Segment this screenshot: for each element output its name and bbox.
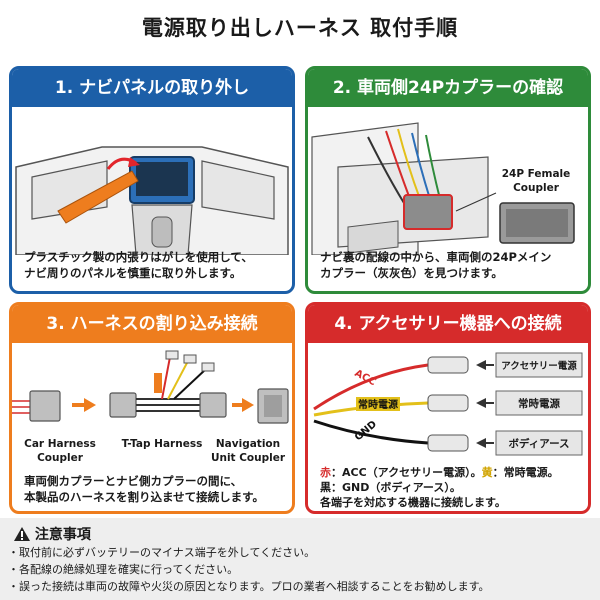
- page-title: 電源取り出しハーネス 取付手順: [141, 16, 459, 40]
- t-tap-harness-icon: [199, 392, 227, 418]
- step-3-panel: 3. ハーネスの割り込み接続 Car Harness Coupler T-Tap…: [9, 302, 295, 514]
- wire-gnd-label: GND: [353, 419, 379, 443]
- wire-constant-label: 常時電源: [358, 398, 398, 411]
- step-3-heading: 3. ハーネスの割り込み接続: [12, 305, 292, 343]
- coupler-location-illustration: 24P Female Coupler: [311, 122, 575, 255]
- note-item: 誤った接続は車両の故障や火災の原因となります。プロの業者へ相談することをお勧めし…: [8, 578, 489, 595]
- car-harness-label-line2: Coupler: [37, 452, 84, 464]
- arrow-right-icon: [242, 398, 254, 412]
- notes-section: 注意事項 取付前に必ずバッテリーのマイナス端子を外してください。 各配線の絶縁処…: [0, 518, 600, 600]
- step-4-desc-line1: 赤：ACC（アクセサリー電源）。黄：常時電源。: [320, 466, 559, 479]
- step-2-panel: 2. 車両側24Pカプラーの確認 24P Female Coupler ナビ裏の…: [305, 66, 591, 294]
- step-2-heading: 2. 車両側24Pカプラーの確認: [308, 69, 588, 107]
- navi-panel-removal-illustration: [15, 146, 289, 255]
- box-accessory: アクセサリー電源: [501, 360, 577, 372]
- step-4-desc-line3: 各端子を対応する機器に接続します。: [320, 496, 506, 509]
- note-item: 各配線の絶縁処理を確実に行ってください。: [8, 561, 489, 578]
- step-1-desc-line2: ナビ周りのパネルを慎重に取り外します。: [24, 266, 242, 280]
- step-1-panel: 1. ナビパネルの取り外し プラスチック製の内張りはがしを使用して、 ナビ周りの…: [9, 66, 295, 294]
- car-harness-coupler-icon: [29, 390, 61, 422]
- coupler-label-line2: Coupler: [513, 182, 560, 194]
- step-1-heading: 1. ナビパネルの取り外し: [12, 69, 292, 107]
- car-harness-label-line1: Car Harness: [24, 438, 96, 450]
- box-constant: 常時電源: [518, 397, 560, 410]
- step-2-desc-line1: ナビ裏の配線の中から、車両側の24Pメイン: [320, 250, 552, 264]
- t-tap-harness-label: T-Tap Harness: [122, 438, 203, 450]
- step-3-desc-line2: 本製品のハーネスを割り込ませて接続します。: [24, 490, 265, 504]
- step-2-desc-line2: カプラー（灰灰色）を見つけます。: [320, 266, 503, 280]
- box-ground: ボディアース: [508, 437, 569, 450]
- navigation-label-line2: Unit Coupler: [211, 452, 286, 464]
- wire-connection-illustration: ACC 常時電源 GND アクセサリー電源 常時電源 ボディアース: [313, 352, 583, 456]
- warning-icon: [14, 527, 30, 541]
- coupler-label-line1: 24P Female: [502, 168, 571, 180]
- note-item: 取付前に必ずバッテリーのマイナス端子を外してください。: [8, 544, 489, 561]
- arrow-left-icon: [476, 398, 486, 408]
- step-3-desc-line1: 車両側カプラーとナビ側カプラーの間に、: [24, 474, 243, 488]
- arrow-right-icon: [84, 398, 96, 412]
- arrow-left-icon: [476, 438, 486, 448]
- step-1-desc-line1: プラスチック製の内張りはがしを使用して、: [24, 250, 253, 264]
- step-4-panel: 4. アクセサリー機器への接続 ACC 常時電源 GND アクセサリー電源 常時…: [305, 302, 591, 514]
- harness-connection-illustration: Car Harness Coupler T-Tap Harness Naviga…: [12, 350, 289, 464]
- navigation-label-line1: Navigation: [216, 438, 280, 450]
- step-4-desc-line2: 黒：GND（ボディアース）。: [320, 481, 461, 494]
- arrow-left-icon: [476, 360, 486, 370]
- step-4-heading: 4. アクセサリー機器への接続: [308, 305, 588, 343]
- notes-heading: 注意事項: [14, 524, 91, 544]
